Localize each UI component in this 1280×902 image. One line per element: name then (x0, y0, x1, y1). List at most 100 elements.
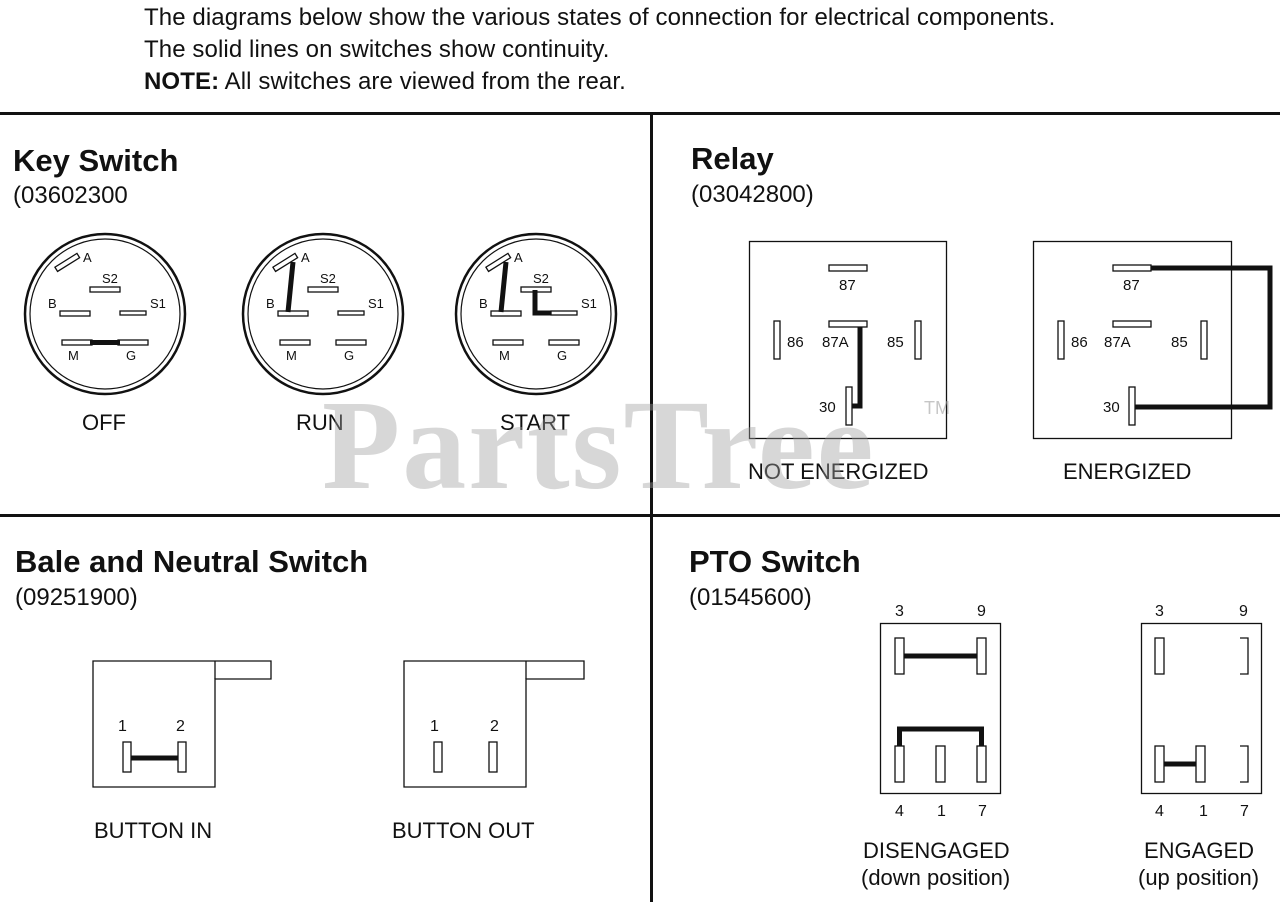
relay-ne-terminal-87 (828, 264, 868, 272)
relay-state-energized-label: ENERGIZED (1063, 459, 1192, 484)
key-switch-run-body (241, 232, 405, 396)
pto-disengaged-diagram: 3 9 4 1 7 (879, 603, 1002, 820)
pto-engaged-diagram: 3 9 4 1 7 (1140, 603, 1263, 820)
bale-button-out-diagram: 1 2 (403, 660, 585, 788)
relay-part-number: (03042800) (691, 181, 814, 208)
key-off-terminal-s2 (89, 286, 121, 293)
key-off-label-g: G (126, 348, 136, 363)
pto-switch-title: PTO Switch (689, 544, 861, 579)
key-run-terminal-g (335, 339, 367, 346)
key-run-terminal-a (272, 252, 299, 273)
note-label: NOTE: (144, 68, 220, 95)
key-start-terminal-a (485, 252, 512, 273)
key-switch-off-diagram: A S2 B S1 M G (23, 232, 187, 396)
key-switch-title: Key Switch (13, 143, 179, 178)
key-start-terminal-g (548, 339, 580, 346)
relay-e-terminal-86 (1057, 320, 1065, 360)
bale-in-terminal-1 (122, 741, 132, 773)
bale-in-label-1: 1 (118, 718, 127, 735)
key-run-label-s1: S1 (368, 296, 384, 311)
relay-e-terminal-87 (1112, 264, 1152, 272)
note-text: All switches are viewed from the rear. (219, 68, 626, 95)
key-run-label-s2: S2 (320, 271, 336, 286)
pto-state-engaged-sub: (up position) (1138, 865, 1260, 890)
bale-out-label-2: 2 (490, 718, 499, 735)
pto-switch-part-number: (01545600) (689, 584, 812, 611)
pto-eng-terminal-7 (1240, 745, 1249, 783)
key-off-terminal-b (59, 310, 91, 317)
pto-eng-body (1140, 622, 1263, 795)
key-switch-start-diagram: A S2 B S1 M G (454, 232, 618, 396)
key-start-terminal-b (490, 310, 522, 317)
relay-e-label-86: 86 (1071, 334, 1088, 351)
key-run-terminal-s2 (307, 286, 339, 293)
key-state-off-label: OFF (82, 410, 126, 435)
key-off-label-s1: S1 (150, 296, 166, 311)
pto-dis-label-9: 9 (977, 603, 986, 620)
relay-e-label-87: 87 (1123, 277, 1140, 294)
key-off-terminal-m (61, 339, 93, 346)
key-switch-part-number: (03602300 (13, 182, 128, 209)
key-switch-run-diagram: A S2 B S1 M G (241, 232, 405, 396)
bale-in-label-2: 2 (176, 718, 185, 735)
pto-eng-terminal-9 (1240, 637, 1249, 675)
pto-state-engaged-label: ENGAGED (1144, 838, 1255, 863)
key-start-label-b: B (479, 296, 488, 311)
bale-switch-part-number: (09251900) (15, 584, 138, 611)
key-run-terminal-s1 (337, 310, 365, 316)
relay-title: Relay (691, 141, 774, 176)
key-off-label-a: A (83, 250, 92, 265)
pto-dis-terminal-4 (894, 745, 905, 783)
relay-ne-terminal-86 (773, 320, 781, 360)
relay-ne-label-87a: 87A (822, 334, 849, 351)
relay-e-terminal-87a (1112, 320, 1152, 328)
pto-dis-continuity-4-7 (897, 726, 984, 746)
key-start-label-s1: S1 (581, 296, 597, 311)
pto-dis-terminal-3 (894, 637, 905, 675)
key-start-continuity-s2-s1 (532, 290, 551, 316)
bale-state-button-out-label: BUTTON OUT (392, 818, 535, 843)
relay-e-label-85: 85 (1171, 334, 1188, 351)
pto-dis-label-1: 1 (937, 803, 946, 820)
key-run-label-b: B (266, 296, 275, 311)
pto-state-disengaged-sub: (down position) (861, 865, 1011, 890)
key-run-label-a: A (301, 250, 310, 265)
divider-middle (0, 514, 1280, 517)
pto-eng-label-1: 1 (1199, 803, 1208, 820)
pto-dis-terminal-1 (935, 745, 946, 783)
relay-e-terminal-85 (1200, 320, 1208, 360)
relay-ne-label-87: 87 (839, 277, 856, 294)
pto-dis-label-7: 7 (978, 803, 987, 820)
key-off-terminal-a (54, 252, 81, 273)
relay-ne-terminal-30 (845, 386, 853, 426)
relay-e-terminal-30 (1128, 386, 1136, 426)
key-run-label-g: G (344, 348, 354, 363)
pto-dis-body (879, 622, 1002, 795)
relay-energized-diagram: 87 86 87A 85 30 (1032, 240, 1273, 440)
key-start-label-s2: S2 (533, 271, 549, 286)
pto-eng-label-4: 4 (1155, 803, 1164, 820)
pto-eng-terminal-1 (1195, 745, 1206, 783)
bale-switch-title: Bale and Neutral Switch (15, 544, 369, 579)
key-run-label-m: M (286, 348, 297, 363)
relay-ne-label-86: 86 (787, 334, 804, 351)
relay-e-body (1032, 240, 1233, 440)
key-run-terminal-b (277, 310, 309, 317)
relay-ne-body (748, 240, 948, 440)
watermark-tm: TM (924, 398, 950, 418)
pto-eng-label-9: 9 (1239, 603, 1248, 620)
key-start-terminal-s1 (550, 310, 578, 316)
pto-eng-label-7: 7 (1240, 803, 1249, 820)
key-start-label-a: A (514, 250, 523, 265)
bale-out-terminal-2 (488, 741, 498, 773)
key-state-run-label: RUN (296, 410, 344, 435)
bale-out-label-1: 1 (430, 718, 439, 735)
pto-eng-terminal-3 (1154, 637, 1165, 675)
pto-eng-terminal-4 (1154, 745, 1165, 783)
relay-ne-terminal-87a (828, 320, 868, 328)
key-off-terminal-s1 (119, 310, 147, 316)
relay-ne-label-85: 85 (887, 334, 904, 351)
pto-dis-terminal-7 (976, 745, 987, 783)
pto-dis-terminal-9 (976, 637, 987, 675)
key-off-label-b: B (48, 296, 57, 311)
